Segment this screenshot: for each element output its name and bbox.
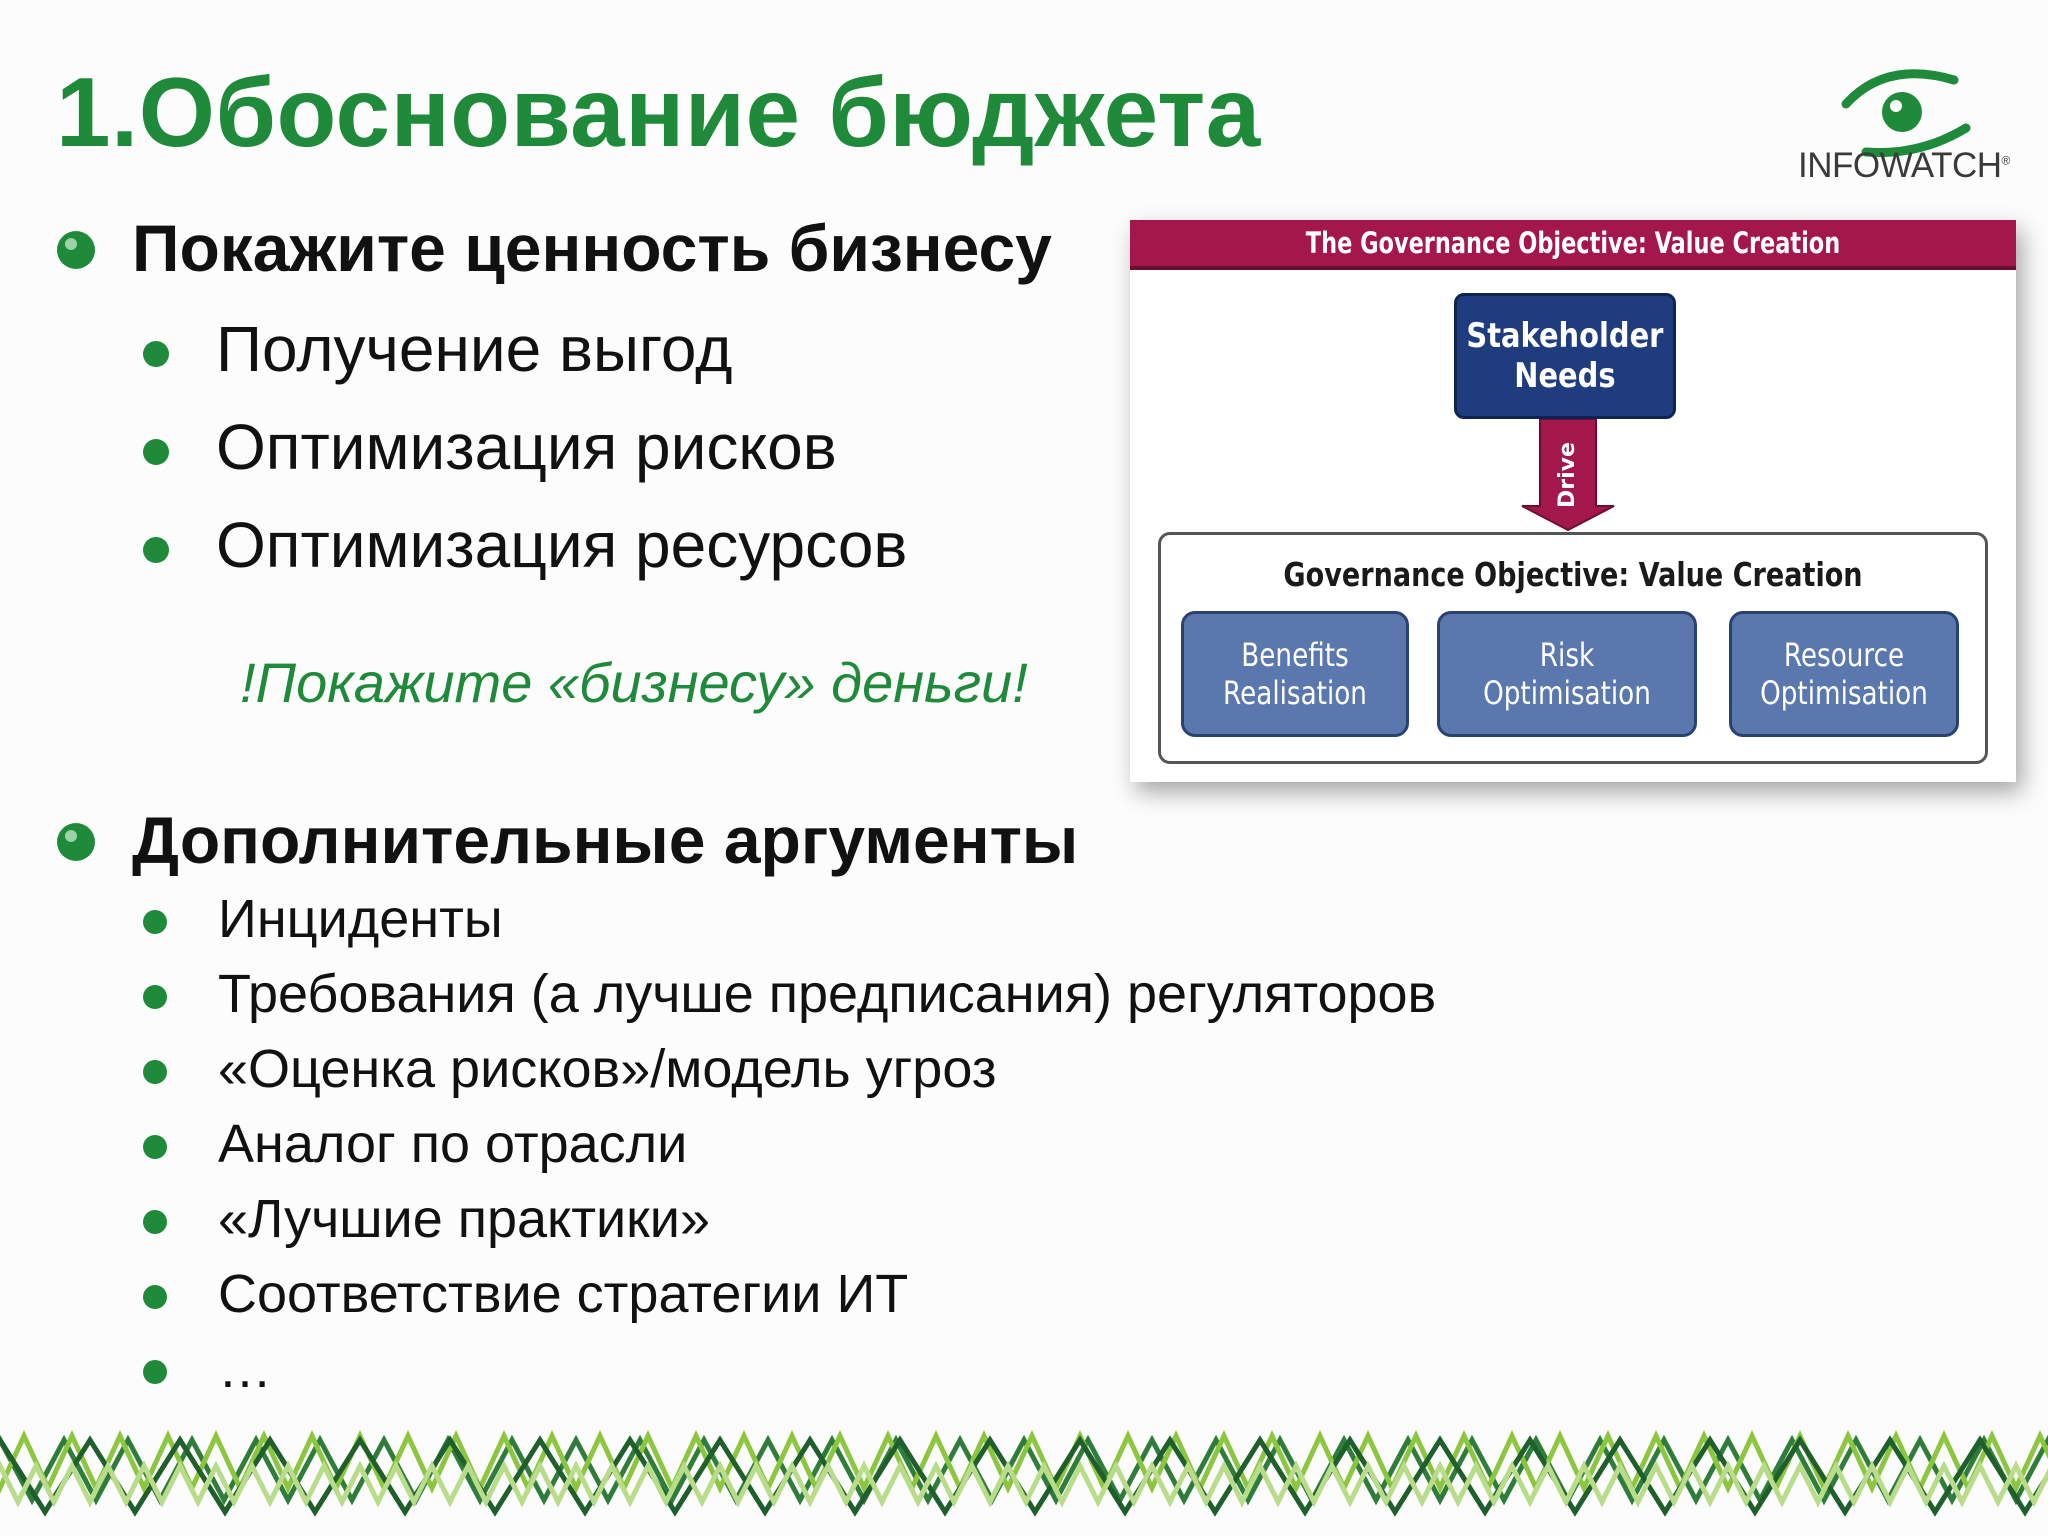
callout-text: !Покажите «бизнесу» деньги!	[240, 651, 1028, 714]
diagram-header-text: The Governance Objective: Value Creation	[1305, 226, 1841, 260]
resource-optimisation-box: Resource Optimisation	[1729, 611, 1959, 737]
list-item: Аналог по отрасли	[218, 1114, 688, 1174]
diagram-header-bar	[1130, 220, 2016, 270]
bullet-dot	[143, 985, 167, 1009]
list-item: Соответствие стратегии ИТ	[218, 1264, 909, 1324]
bullet-dot	[143, 910, 167, 934]
list-item: «Лучшие практики»	[218, 1189, 710, 1249]
risk-optimisation-box: Risk Optimisation	[1437, 611, 1697, 737]
bullet-dot	[143, 1285, 167, 1309]
stakeholder-needs-box: Stakeholder Needs	[1454, 293, 1676, 419]
governance-diagram: The Governance Objective: Value Creation…	[1130, 220, 2016, 782]
list-item: «Оценка рисков»/модель угроз	[218, 1039, 997, 1099]
bullet-icon	[57, 823, 95, 861]
governance-objective-box: Governance Objective: Value Creation Ben…	[1158, 532, 1988, 764]
bullet-dot	[143, 1360, 167, 1384]
bullet-icon	[57, 231, 95, 269]
infowatch-logo-text: INFOWATCH®	[1798, 146, 2010, 185]
governance-objective-title: Governance Objective: Value Creation	[1283, 555, 1863, 594]
drive-arrow-icon	[1521, 418, 1615, 532]
bullet-dot	[143, 439, 169, 465]
bullet-dot	[143, 1210, 167, 1234]
zigzag-border-decoration	[0, 1430, 2048, 1517]
section-heading-arguments: Дополнительные аргументы	[132, 803, 1079, 877]
list-item: Требования (а лучше предписания) регулят…	[218, 964, 1437, 1024]
bullet-dot	[143, 341, 169, 367]
infowatch-eye-icon	[1841, 69, 1971, 157]
list-item: Оптимизация рисков	[216, 411, 837, 483]
list-item: …	[218, 1339, 272, 1399]
benefits-realisation-box: Benefits Realisation	[1181, 611, 1409, 737]
bullet-dot	[143, 1135, 167, 1159]
list-item: Получение выгод	[216, 313, 733, 385]
drive-label: Drive	[1555, 442, 1580, 508]
bullet-dot	[143, 537, 169, 563]
list-item: Инциденты	[218, 889, 503, 949]
list-item: Оптимизация ресурсов	[216, 509, 908, 581]
bullet-dot	[143, 1060, 167, 1084]
section-heading-value: Покажите ценность бизнесу	[132, 211, 1052, 285]
slide-title: 1.Обоснование бюджета	[56, 57, 1261, 167]
